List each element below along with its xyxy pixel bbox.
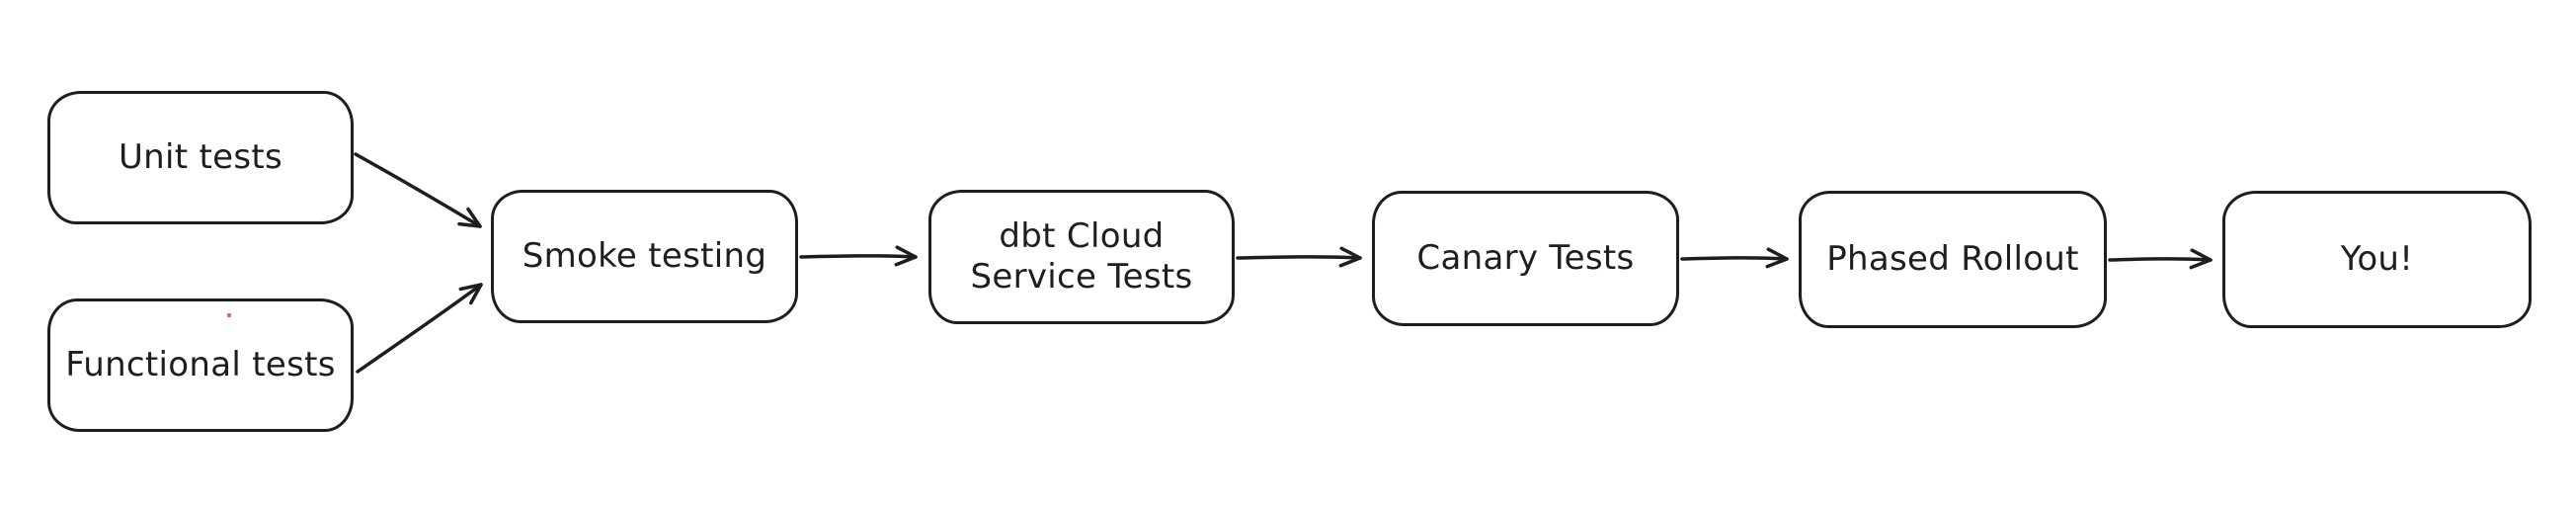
arrow-functional-tests-to-smoke-testing xyxy=(356,283,483,374)
red-dot-artifact xyxy=(227,313,231,317)
arrow-phased-rollout-to-you xyxy=(2108,248,2213,270)
node-smoke-testing-label: Smoke testing xyxy=(522,235,767,276)
node-canary-tests: Canary Tests xyxy=(1372,191,1679,326)
node-dbt-cloud-service-tests: dbt Cloud Service Tests xyxy=(928,190,1235,324)
node-dbt-cloud-service-tests-line2: Service Tests xyxy=(970,257,1193,297)
node-unit-tests-label: Unit tests xyxy=(118,136,283,177)
node-unit-tests: Unit tests xyxy=(47,91,354,224)
node-smoke-testing: Smoke testing xyxy=(491,190,798,323)
node-phased-rollout-label: Phased Rollout xyxy=(1826,238,2079,279)
node-functional-tests: Functional tests xyxy=(47,298,354,432)
node-phased-rollout: Phased Rollout xyxy=(1799,191,2107,328)
arrow-unit-tests-to-smoke-testing xyxy=(354,152,482,228)
arrow-dbt-cloud-service-tests-to-canary-tests xyxy=(1236,246,1362,268)
node-you-label: You! xyxy=(2340,238,2414,279)
node-functional-tests-label: Functional tests xyxy=(65,344,336,384)
node-dbt-cloud-service-tests-label: dbt Cloud Service Tests xyxy=(970,216,1192,298)
arrow-canary-tests-to-phased-rollout xyxy=(1680,247,1789,269)
arrow-smoke-testing-to-dbt-cloud-service-tests xyxy=(799,245,918,267)
node-you: You! xyxy=(2222,191,2532,328)
node-canary-tests-label: Canary Tests xyxy=(1416,237,1635,278)
node-dbt-cloud-service-tests-line1: dbt Cloud xyxy=(999,215,1165,256)
